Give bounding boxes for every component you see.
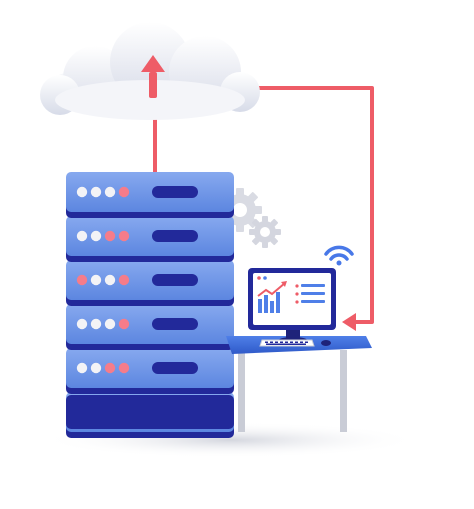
server-led <box>118 186 130 198</box>
server-unit <box>66 216 234 262</box>
analytics-dashboard-icon <box>257 276 325 313</box>
desk-leg-right <box>340 350 347 432</box>
server-led <box>90 186 102 198</box>
server-led <box>118 230 130 242</box>
server-led <box>104 186 116 198</box>
server-unit-face <box>66 348 234 388</box>
server-unit <box>66 260 234 306</box>
server-led <box>104 362 116 374</box>
server-unit-face <box>66 216 234 256</box>
server-led <box>118 274 130 286</box>
server-led <box>76 230 88 242</box>
server-led <box>90 274 102 286</box>
server-led <box>90 318 102 330</box>
server-led <box>76 318 88 330</box>
server-led <box>76 274 88 286</box>
cloud-shape <box>40 22 260 120</box>
server-unit-face <box>66 260 234 300</box>
server-unit <box>66 304 234 350</box>
server-led <box>104 318 116 330</box>
server-led <box>76 186 88 198</box>
server-led <box>104 274 116 286</box>
server-led <box>90 362 102 374</box>
server-led <box>76 362 88 374</box>
workstation <box>226 245 372 432</box>
desk-leg-left <box>238 350 245 432</box>
server-led <box>118 318 130 330</box>
wifi-icon <box>324 245 354 266</box>
server-drive-slot <box>152 318 198 330</box>
server-unit-face <box>66 304 234 344</box>
server-led <box>118 362 130 374</box>
monitor <box>248 268 336 330</box>
cloud-to-workstation-line <box>255 86 374 324</box>
connection-lines <box>153 86 374 331</box>
server-drive-slot <box>152 274 198 286</box>
server-unit-face <box>66 172 234 212</box>
server-unit <box>66 348 234 394</box>
server-unit <box>66 172 234 218</box>
server-led <box>90 230 102 242</box>
server-led <box>104 230 116 242</box>
cloud <box>40 22 260 120</box>
upload-arrow-icon <box>141 55 165 98</box>
arrow-left-icon <box>342 313 356 331</box>
server-drive-slot <box>152 230 198 242</box>
server-drive-slot <box>152 362 198 374</box>
mouse-icon <box>321 340 331 346</box>
keyboard-icon <box>259 339 315 347</box>
server-rack <box>66 172 234 438</box>
small-gear <box>249 216 281 248</box>
server-drive-slot <box>152 186 198 198</box>
server-rack-base <box>66 395 234 429</box>
